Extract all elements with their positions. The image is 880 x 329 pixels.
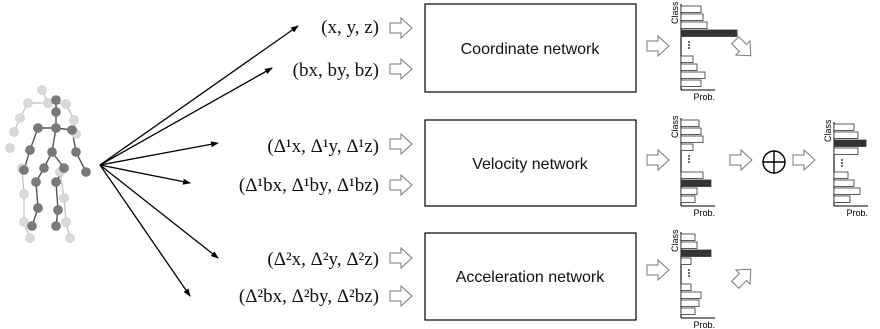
histogram-class-label: Class (670, 115, 680, 138)
histogram-class-label: Class (670, 1, 680, 24)
histogram-bar (680, 119, 700, 127)
input-acc-1: (Δ²x, Δ²y, Δ²z) (267, 249, 379, 270)
hollow-arrow-icon (389, 132, 413, 156)
acceleration-network-box (424, 232, 637, 321)
histogram-bar (680, 79, 702, 87)
input-hollow-arrows (389, 16, 413, 308)
hollow-arrow-icon (729, 148, 753, 172)
histogram-ellipsis-dot (688, 41, 690, 43)
histogram-ellipsis-dot (688, 272, 690, 274)
histogram-bar (680, 63, 698, 71)
histogram-bar (680, 307, 696, 315)
histogram-bar (680, 171, 704, 179)
diagonal-up-arrow-icon (730, 268, 752, 290)
histogram-bar (680, 5, 702, 13)
histogram-ellipsis-dot (688, 44, 690, 46)
histogram-prob-label: Prob. (846, 208, 868, 218)
input-coord-1: (x, y, z) (321, 17, 379, 38)
histogram-bar (680, 257, 692, 265)
input-vel-1: (Δ¹x, Δ¹y, Δ¹z) (267, 136, 379, 157)
histogram-bar (833, 147, 859, 155)
histogram-bar (833, 195, 851, 203)
histogram-prob-label: Prob. (693, 208, 715, 218)
histogram-bar (680, 71, 706, 79)
histogram-class-label: Class (670, 229, 680, 252)
histogram-bar (833, 139, 867, 147)
coordinate-network-label: Coordinate network (461, 41, 601, 58)
histogram-ellipsis-dot (841, 165, 843, 167)
hollow-arrow-icon (389, 246, 413, 270)
hollow-arrow-icon (389, 173, 413, 197)
histogram-bar (680, 241, 698, 249)
histogram-ellipsis-dot (688, 275, 690, 277)
histogram-bar (680, 55, 694, 63)
output-hollow-arrows (646, 34, 816, 290)
histogram-bar (680, 291, 702, 299)
coordinate-network-box (424, 3, 637, 93)
histogram-bar (680, 21, 708, 29)
histogram-ellipsis-dot (841, 159, 843, 161)
input-vel-2: (Δ¹bx, Δ¹by, Δ¹bz) (239, 175, 379, 196)
histogram-bar (680, 179, 712, 187)
histogram-bar (680, 29, 738, 37)
hollow-arrow-icon (389, 57, 413, 81)
histogram-bar (680, 299, 700, 307)
hollow-arrow-icon (646, 148, 670, 172)
histogram-bar (680, 249, 712, 257)
histogram-bar (680, 233, 696, 241)
input-coord-2: (bx, by, bz) (293, 60, 379, 81)
histogram-bar (680, 195, 696, 203)
diagonal-down-arrow-icon (730, 35, 752, 57)
skeleton-figure (5, 85, 91, 243)
histogram-bar (680, 127, 702, 135)
histogram-prob-label: Prob. (693, 320, 715, 329)
hollow-arrow-icon (646, 34, 670, 58)
histogram-ellipsis-dot (688, 47, 690, 49)
hollow-arrow-icon (389, 16, 413, 40)
histogram-bar (680, 283, 692, 291)
input-acc-2: (Δ²bx, Δ²by, Δ²bz) (239, 286, 379, 307)
velocity-network-box (424, 119, 637, 207)
histogram-bar (833, 171, 849, 179)
acceleration-network-label: Acceleration network (456, 269, 606, 286)
histogram-bar (833, 123, 855, 131)
histogram-prob-label: Prob. (693, 92, 715, 102)
histogram-ellipsis-dot (841, 162, 843, 164)
histogram-ellipsis-dot (688, 269, 690, 271)
histogram-bar (833, 131, 859, 139)
hollow-arrow-icon (389, 284, 413, 308)
histogram-ellipsis-dot (688, 158, 690, 160)
histogram-class-label: Class (823, 119, 833, 142)
velocity-network-label: Velocity network (472, 156, 589, 173)
histogram-bar (833, 179, 855, 187)
histogram-bar (680, 135, 704, 143)
histogram-ellipsis-dot (688, 161, 690, 163)
histogram-ellipsis-dot (688, 155, 690, 157)
histogram-bar (833, 187, 861, 195)
hollow-arrow-icon (646, 258, 670, 282)
histogram-bar (680, 143, 694, 151)
histogram-bar (680, 187, 698, 195)
fusion-plus-icon (762, 150, 786, 174)
hollow-arrow-icon (792, 148, 816, 172)
histogram-bar (680, 13, 704, 21)
fanout-arrows (99, 25, 299, 297)
